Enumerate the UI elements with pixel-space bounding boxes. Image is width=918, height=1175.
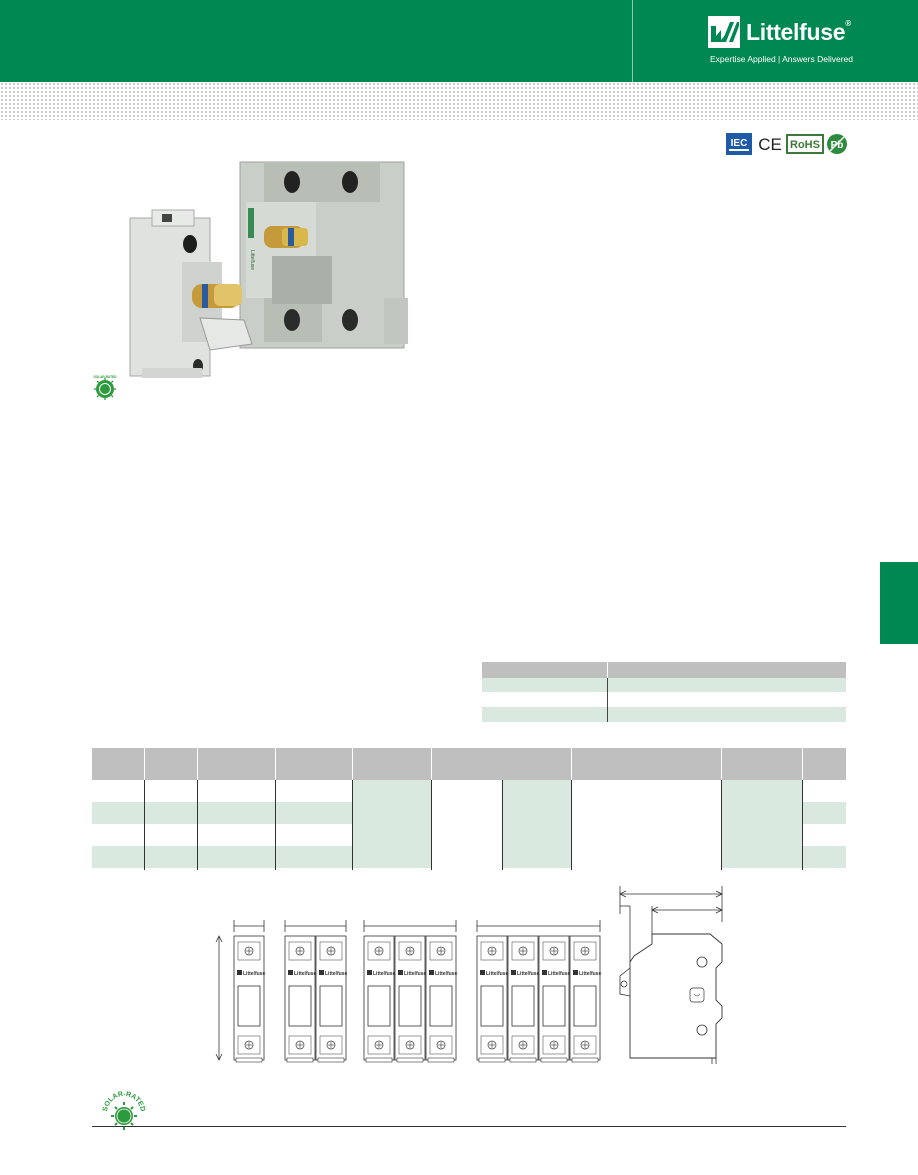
- section-side-tab[interactable]: [880, 562, 918, 644]
- svg-text:Littelfuse: Littelfuse: [373, 971, 395, 977]
- spec-table-row: [482, 678, 846, 692]
- svg-text:Littelfuse: Littelfuse: [435, 971, 457, 977]
- merged-cell: [572, 780, 721, 868]
- solar-rated-badge-large: SOLAR-RATED: [102, 1091, 146, 1130]
- svg-text:Pb: Pb: [831, 140, 844, 151]
- spec-column-divider: [607, 678, 608, 722]
- spec-table-row: [482, 707, 846, 722]
- catalog-table-header: [92, 748, 846, 780]
- spec-header-divider: [607, 662, 608, 678]
- svg-text:Littelfuse: Littelfuse: [404, 971, 426, 977]
- module-1-pole: Littelfuse: [233, 920, 265, 1063]
- svg-text:Littelfuse: Littelfuse: [517, 971, 539, 977]
- svg-text:Littelfuse: Littelfuse: [249, 250, 255, 270]
- brand-name: Littelfuse®: [746, 19, 851, 45]
- svg-text:SOLAR-RATED: SOLAR-RATED: [94, 375, 118, 379]
- merged-cell: [353, 780, 431, 868]
- spec-table: [482, 662, 846, 722]
- height-dimension: [215, 935, 223, 1061]
- merged-cell: [722, 780, 802, 868]
- littelfuse-logo-icon: [708, 16, 740, 48]
- footer-rule: [92, 1126, 846, 1127]
- svg-text:IEC: IEC: [731, 138, 748, 149]
- spec-table-row: [482, 692, 846, 707]
- dot-pattern-band: [0, 82, 918, 120]
- module-4-pole: Littelfuse Littelfuse Littelfuse Littelf…: [476, 920, 601, 1063]
- dimension-drawings: Littelfuse Littelfuse Littelfuse Littelf…: [215, 886, 723, 1064]
- module-2-pole: Littelfuse Littelfuse: [284, 920, 347, 1063]
- svg-text:Littelfuse: Littelfuse: [294, 971, 316, 977]
- merged-cell: [503, 780, 571, 868]
- rohs-icon: RoHS: [786, 134, 824, 154]
- product-photo: Littelfuse: [122, 138, 434, 394]
- catalog-table: [92, 748, 846, 870]
- brand-tagline: Expertise Applied | Answers Delivered: [710, 54, 854, 64]
- spec-table-header: [482, 662, 846, 678]
- svg-text:CE: CE: [758, 135, 782, 154]
- side-view-drawing: [619, 886, 723, 1064]
- ce-icon: CE: [758, 135, 782, 154]
- pb-free-icon: Pb: [827, 134, 847, 154]
- svg-text:Littelfuse: Littelfuse: [579, 971, 601, 977]
- svg-text:RoHS: RoHS: [790, 139, 820, 151]
- svg-text:Littelfuse: Littelfuse: [548, 971, 570, 977]
- header-divider: [632, 0, 633, 82]
- svg-text:Littelfuse: Littelfuse: [486, 971, 508, 977]
- iec-icon: IEC: [726, 133, 752, 155]
- svg-text:Littelfuse: Littelfuse: [325, 971, 347, 977]
- module-3-pole: Littelfuse Littelfuse Littelfuse: [363, 920, 457, 1063]
- header-bar: Littelfuse® Expertise Applied | Answers …: [0, 0, 918, 82]
- brand-logo[interactable]: Littelfuse® Expertise Applied | Answers …: [708, 16, 858, 66]
- svg-text:Littelfuse: Littelfuse: [243, 971, 265, 977]
- solar-rated-badge-small: SOLAR-RATED: [94, 375, 118, 400]
- merged-cell: [432, 780, 502, 868]
